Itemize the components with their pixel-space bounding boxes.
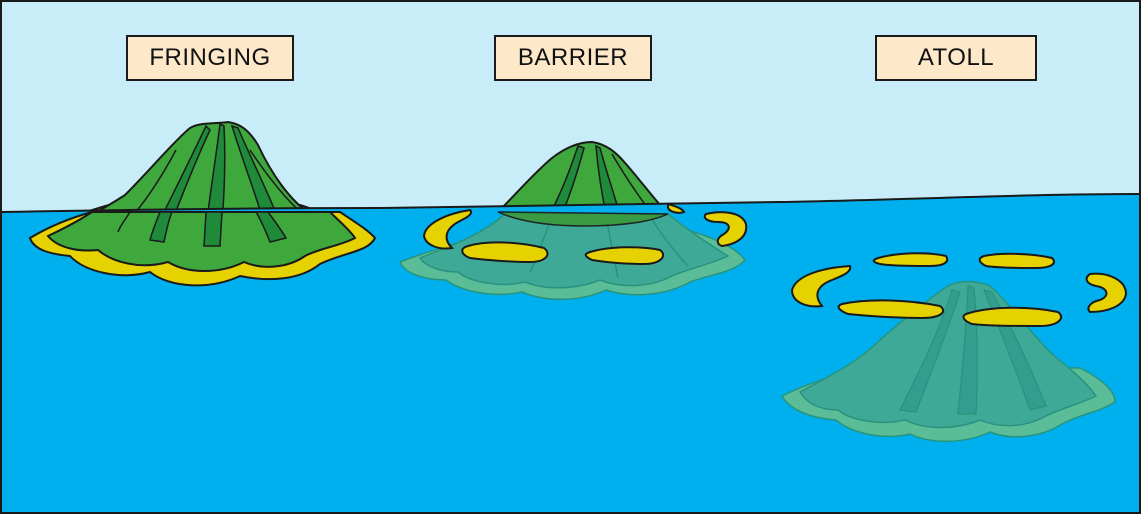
barrier-reef-segment [586,247,663,264]
fringing-ridge [204,212,222,246]
atoll-reef-segment [964,308,1062,326]
barrier-reef-segment [462,242,547,262]
atoll-reef-segment [980,254,1054,268]
barrier-label: BARRIER [494,35,652,81]
atoll-reef-segment [839,300,943,318]
fringing-label: FRINGING [126,35,294,81]
atoll-label: ATOLL [875,35,1037,81]
